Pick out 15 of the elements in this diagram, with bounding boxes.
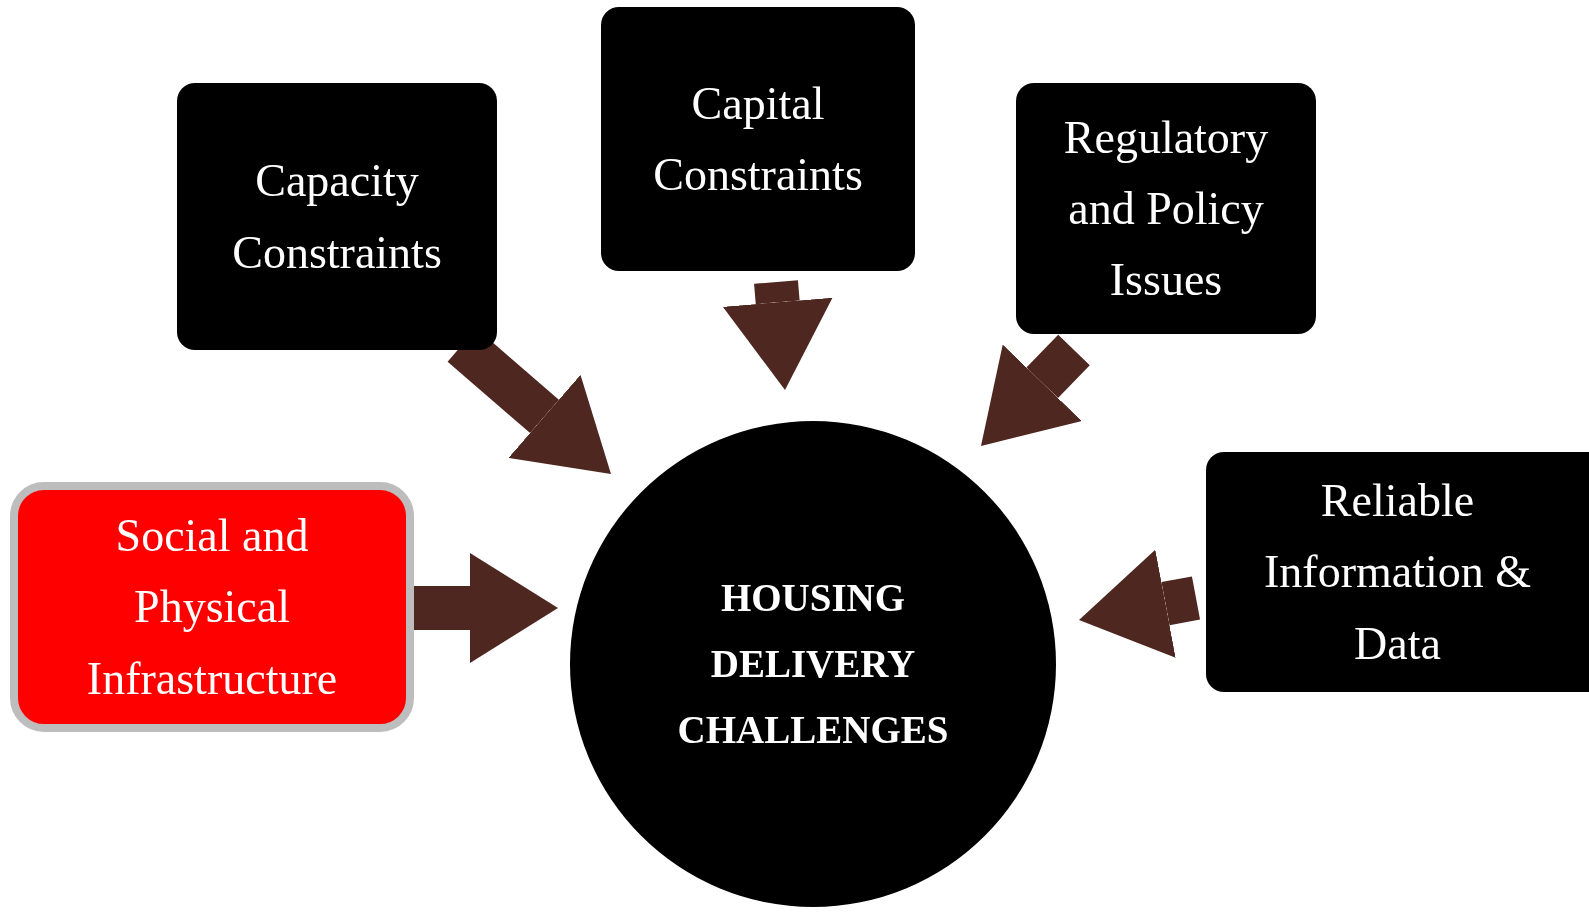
node-label: Capital Constraints: [652, 76, 864, 202]
node-label: Social and Physical Infrastructure: [85, 509, 339, 706]
factor-box: [1016, 83, 1316, 334]
block-arrow: [981, 334, 1090, 446]
node-label: Capacity Constraints: [231, 154, 443, 280]
block-arrow: [722, 280, 833, 390]
node-label: Regulatory and Policy Issues: [1062, 110, 1270, 308]
block-arrow: [412, 553, 558, 663]
node-label: HOUSING DELIVERY CHALLENGES: [676, 574, 950, 754]
node-label: Reliable Information & Data: [1263, 474, 1532, 671]
block-arrow: [1079, 549, 1201, 658]
factor-box: [1206, 452, 1589, 692]
factor-box: [10, 482, 414, 732]
factor-box: [601, 7, 915, 271]
factor-box: [177, 83, 497, 350]
